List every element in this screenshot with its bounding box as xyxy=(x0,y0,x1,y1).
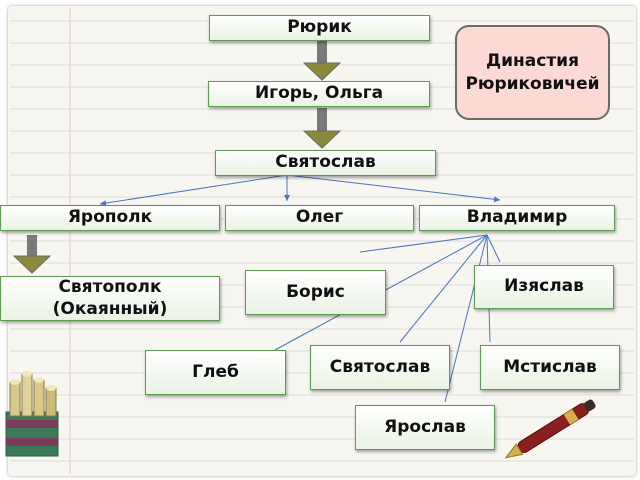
node-vladimir: Владимир xyxy=(419,205,615,231)
node-oleg: Олег xyxy=(225,205,414,231)
node-igor-olga: Игорь, Ольга xyxy=(208,81,430,107)
link-to-vladimir xyxy=(286,174,501,203)
node-rurik: Рюрик xyxy=(209,15,430,41)
node-svyatopolk: Святополк (Окаянный) xyxy=(0,276,220,321)
scrolls-icon xyxy=(5,371,59,457)
arrow-igor-to-svyatoslav xyxy=(302,108,342,149)
node-svyatoslav: Святослав xyxy=(215,150,436,176)
link-to-yaropolk xyxy=(99,174,288,207)
node-yaroslav: Ярослав xyxy=(355,405,495,450)
pen-icon xyxy=(504,399,596,459)
node-svyatoslav-2: Святослав xyxy=(310,345,450,390)
arrow-yaropolk-to-svyatopolk xyxy=(12,235,52,274)
arrow-rurik-to-igor xyxy=(302,40,342,81)
link-to-yaroslav xyxy=(444,234,488,403)
node-gleb: Глеб xyxy=(145,350,286,395)
node-mstislav: Мстислав xyxy=(480,345,620,390)
node-yaropolk: Ярополк xyxy=(0,205,220,231)
link-to-boris xyxy=(359,234,488,253)
link-to-svyatoslav-2 xyxy=(399,234,488,343)
link-to-izyaslav xyxy=(486,234,501,263)
node-izyaslav: Изяслав xyxy=(474,265,614,309)
diagram-title: Династия Рюриковичей xyxy=(455,25,610,120)
node-boris: Борис xyxy=(245,270,386,315)
